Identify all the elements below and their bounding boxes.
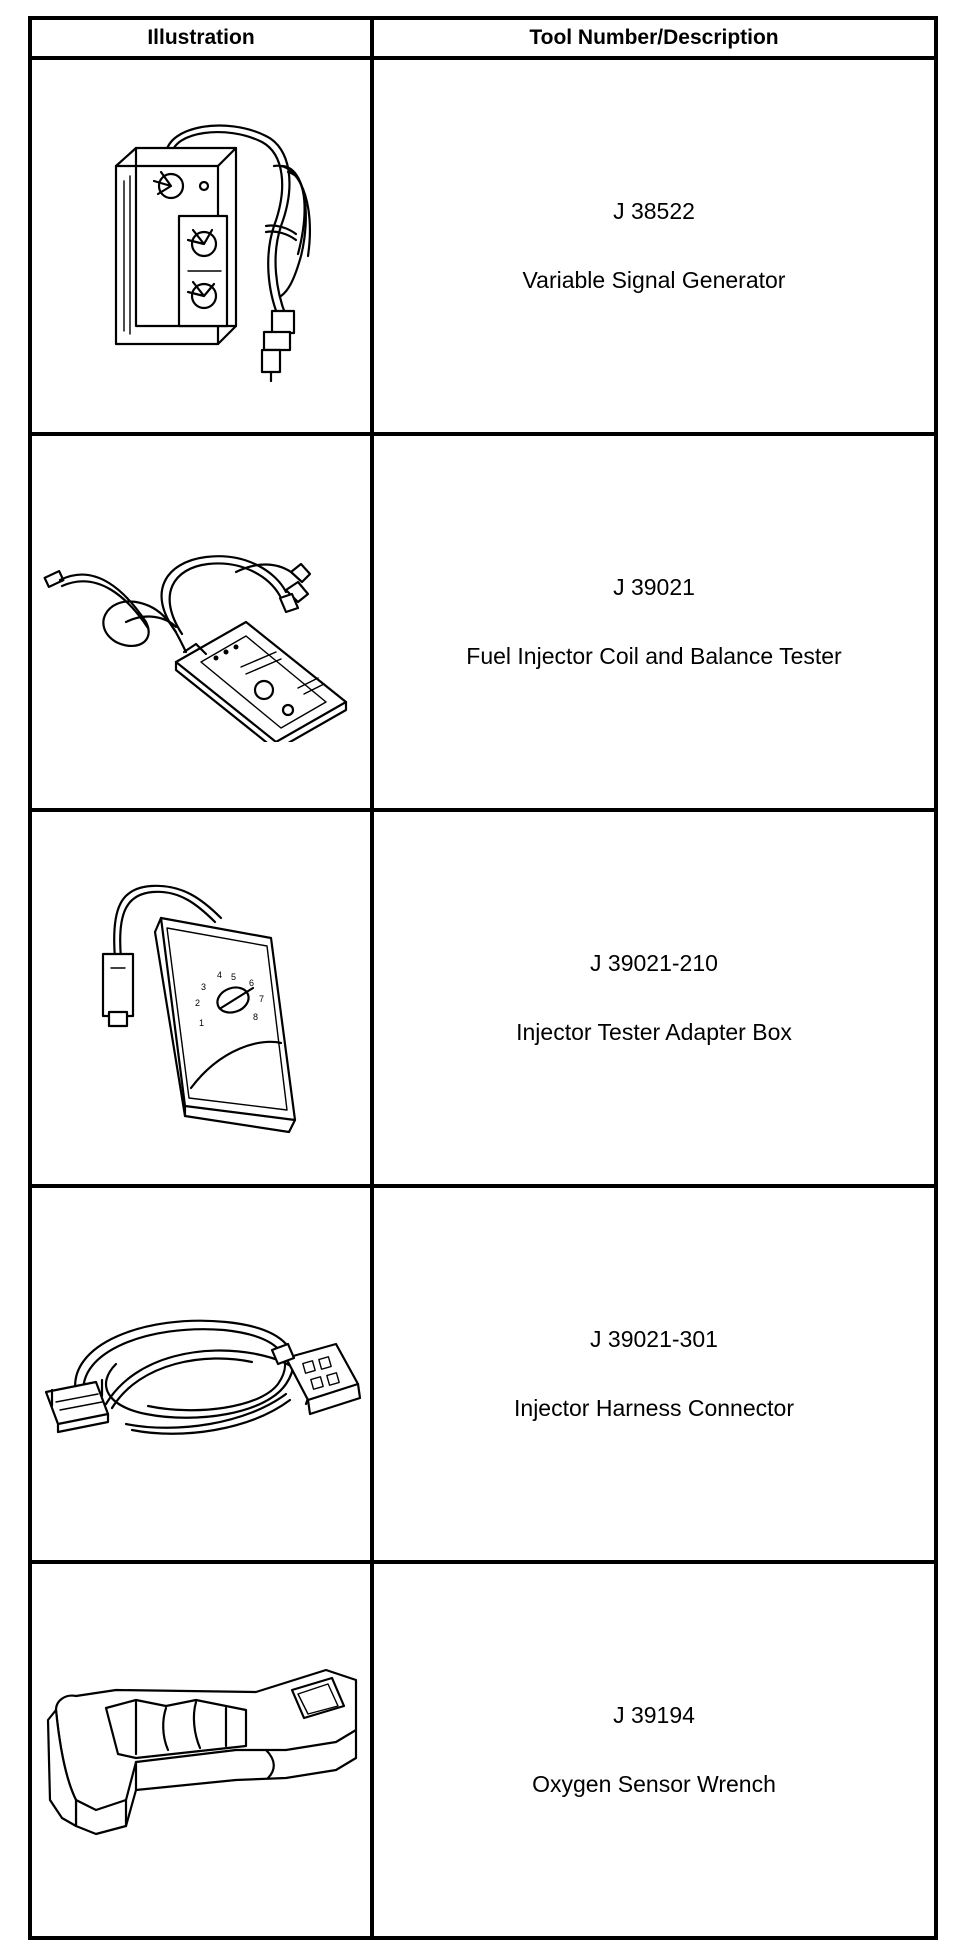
- tool-number: J 38522: [613, 198, 695, 224]
- svg-text:6: 6: [249, 978, 254, 988]
- svg-text:8: 8: [253, 1012, 258, 1022]
- table-row: J 39021 Fuel Injector Coil and Balance T…: [28, 432, 938, 812]
- dial-numbers: 1 2 3 4 5 6 7 8: [195, 970, 264, 1028]
- harness-connector-illustration: [44, 1319, 362, 1435]
- header-illustration: Illustration: [28, 16, 374, 60]
- table-row: J 39194 Oxygen Sensor Wrench: [28, 1560, 938, 1940]
- tool-description: Variable Signal Generator: [522, 267, 786, 293]
- table-row: J 39021-301 Injector Harness Connector: [28, 1184, 938, 1564]
- tool-description-cell: J 39021 Fuel Injector Coil and Balance T…: [370, 432, 938, 812]
- tool-description: Injector Harness Connector: [514, 1395, 794, 1421]
- tool-number: J 39021-210: [590, 950, 718, 976]
- illustration-cell: [28, 56, 374, 436]
- tool-description-cell: J 39194 Oxygen Sensor Wrench: [370, 1560, 938, 1940]
- svg-text:3: 3: [201, 982, 206, 992]
- illustration-cell: [28, 1560, 374, 1940]
- tool-description-cell: J 39021-210 Injector Tester Adapter Box: [370, 808, 938, 1188]
- header-tool-number-description: Tool Number/Description: [370, 16, 938, 60]
- tool-description: Fuel Injector Coil and Balance Tester: [466, 643, 842, 669]
- svg-text:2: 2: [195, 998, 200, 1008]
- table-row: J 38522 Variable Signal Generator: [28, 56, 938, 436]
- tool-number: J 39021-301: [590, 1326, 718, 1352]
- illustration-cell: 1 2 3 4 5 6 7 8: [28, 808, 374, 1188]
- tool-description: Oxygen Sensor Wrench: [532, 1771, 776, 1797]
- variable-signal-generator-illustration: [114, 124, 312, 383]
- injector-tester-illustration: [43, 555, 348, 742]
- oxygen-sensor-wrench-illustration: [46, 1668, 358, 1836]
- tool-number: J 39194: [613, 1702, 695, 1728]
- svg-text:4: 4: [217, 970, 222, 980]
- tool-number: J 39021: [613, 574, 695, 600]
- tool-description-cell: J 39021-301 Injector Harness Connector: [370, 1184, 938, 1564]
- tool-description: Injector Tester Adapter Box: [516, 1019, 792, 1045]
- table-row: 1 2 3 4 5 6 7 8 J 39021-210 Injector Tes…: [28, 808, 938, 1188]
- illustration-cell: [28, 1184, 374, 1564]
- adapter-box-illustration: 1 2 3 4 5 6 7 8: [101, 884, 297, 1134]
- header-row: Illustration Tool Number/Description: [28, 16, 938, 60]
- svg-text:1: 1: [199, 1018, 204, 1028]
- svg-text:7: 7: [259, 994, 264, 1004]
- illustration-cell: [28, 432, 374, 812]
- tool-description-cell: J 38522 Variable Signal Generator: [370, 56, 938, 436]
- svg-text:5: 5: [231, 972, 236, 982]
- special-tools-table: Illustration Tool Number/Description: [28, 16, 938, 1940]
